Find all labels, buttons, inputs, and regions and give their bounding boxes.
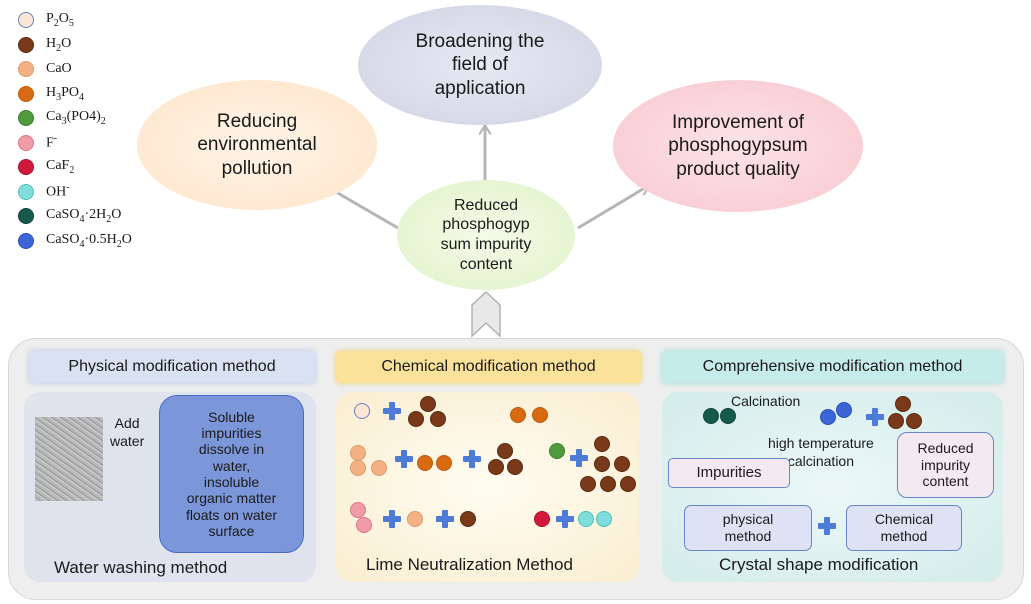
legend-swatch-icon (18, 85, 34, 102)
legend-label: P2O5 (46, 11, 74, 29)
p2o5-molecule (354, 403, 370, 419)
up-chevron-icon (471, 290, 501, 338)
legend-item: CaSO4·0.5H2O (18, 229, 132, 253)
arrow-to-quality (577, 186, 648, 230)
cao-molecule (371, 460, 387, 476)
legend-swatch-icon (18, 36, 34, 53)
legend-item: H3PO4 (18, 82, 84, 106)
plus-icon (570, 449, 588, 467)
water-molecule (614, 456, 630, 472)
water-molecule (888, 413, 904, 429)
dihydrate-molecule (720, 408, 736, 424)
crystal-shape-label: Crystal shape modification (719, 555, 919, 574)
water-molecule (460, 511, 476, 527)
legend-label: CaSO4·2H2O (46, 207, 122, 225)
plus-icon (818, 517, 836, 535)
legend-item: CaSO4·2H2O (18, 204, 121, 228)
calcination-label: Calcination (731, 393, 801, 409)
h3po4-molecule (417, 455, 433, 471)
water-molecule (497, 443, 513, 459)
cao-molecule (350, 460, 366, 476)
fluoride-ion (350, 502, 366, 518)
legend-item: P2O5 (18, 8, 74, 32)
water-molecule (594, 456, 610, 472)
legend-item: CaF2 (18, 155, 74, 179)
hemihydrate-molecule (820, 409, 836, 425)
water-molecule (906, 413, 922, 429)
legend-label: CaF2 (46, 158, 75, 176)
legend-swatch-icon (18, 134, 34, 151)
plus-icon (463, 450, 481, 468)
legend-label: H2O (46, 35, 72, 54)
water-molecule (620, 476, 636, 492)
h3po4-molecule (532, 407, 548, 423)
plus-icon (395, 450, 413, 468)
chemical-header: Chemical modification method (336, 351, 641, 383)
legend-item: OH- (18, 180, 70, 204)
lime-neutralization-label: Lime Neutralization Method (366, 555, 573, 574)
ca3po42-molecule (549, 443, 565, 459)
dihydrate-molecule (703, 408, 719, 424)
legend-label: F- (46, 133, 58, 151)
water-molecule (408, 411, 424, 427)
h3po4-molecule (510, 407, 526, 423)
water-washing-label: Water washing method (54, 558, 228, 577)
water-molecule (600, 476, 616, 492)
hydroxide-ion (596, 511, 612, 527)
plus-icon (383, 402, 401, 420)
caf2-molecule (534, 511, 550, 527)
legend-swatch-icon (18, 232, 34, 249)
impurities-box: Impurities (668, 458, 790, 488)
physical-header: Physical modification method (29, 351, 315, 383)
legend-swatch-icon (18, 159, 34, 175)
legend-item: Ca3(PO4)2 (18, 106, 106, 130)
gypsum-sample-image (35, 417, 103, 501)
cao-molecule (350, 445, 366, 461)
plus-icon (556, 510, 574, 528)
water-molecule (430, 411, 446, 427)
legend-swatch-icon (18, 12, 34, 28)
comprehensive-header: Comprehensive modification method (662, 351, 1003, 383)
water-molecule (895, 396, 911, 412)
legend-label: OH- (46, 182, 70, 200)
plus-icon (436, 510, 454, 528)
water-molecule (507, 459, 523, 475)
legend-swatch-icon (18, 183, 34, 200)
legend-label: CaO (46, 61, 72, 76)
h3po4-molecule (436, 455, 452, 471)
hemihydrate-molecule (836, 402, 852, 418)
plus-icon (866, 408, 884, 426)
legend-item: H2O (18, 33, 71, 57)
hydroxide-ion (578, 511, 594, 527)
plus-icon (383, 510, 401, 528)
water-molecule (420, 396, 436, 412)
legend-swatch-icon (18, 208, 34, 224)
water-molecule (580, 476, 596, 492)
legend-item: F- (18, 131, 57, 155)
legend-swatch-icon (18, 61, 34, 77)
water-molecule (488, 459, 504, 475)
legend-swatch-icon (18, 110, 34, 126)
fluoride-ion (356, 517, 372, 533)
legend-item: CaO (18, 57, 72, 81)
water-molecule (594, 436, 610, 452)
cao-molecule (407, 511, 423, 527)
legend-label: Ca3(PO4)2 (46, 109, 106, 127)
legend-label: H3PO4 (46, 84, 85, 103)
legend-label: CaSO4·0.5H2O (46, 231, 132, 250)
